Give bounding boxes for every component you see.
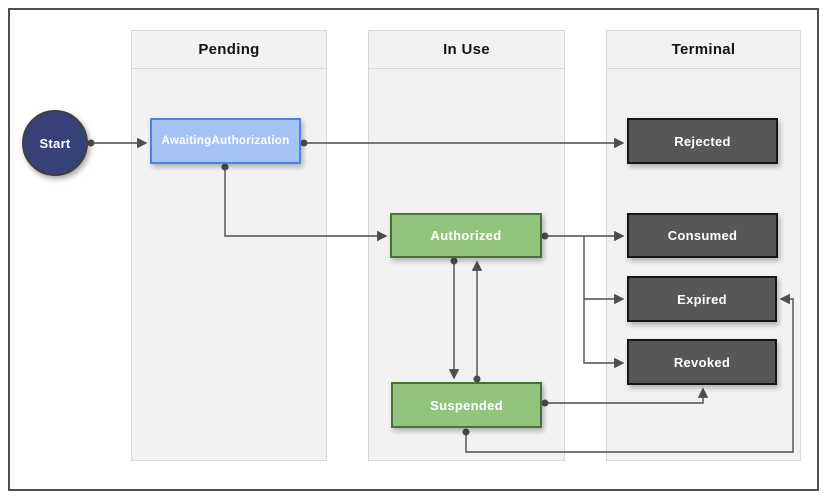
swimlane-pending-header: Pending: [132, 31, 326, 69]
state-node-authorized: Authorized: [390, 213, 542, 258]
swimlane-in-use-title: In Use: [443, 41, 490, 58]
state-node-revoked: Revoked: [627, 339, 777, 385]
swimlane-pending-title: Pending: [198, 41, 260, 58]
state-label-revoked: Revoked: [673, 354, 731, 370]
state-label-suspended: Suspended: [430, 397, 503, 413]
swimlane-terminal-title: Terminal: [671, 41, 736, 58]
swimlane-pending: Pending: [131, 30, 327, 461]
state-label-awaitingauthorization: AwaitingAuthorization: [161, 135, 290, 147]
state-node-rejected: Rejected: [627, 118, 778, 164]
state-label-expired: Expired: [677, 291, 727, 307]
swimlane-terminal-header: Terminal: [607, 31, 800, 69]
state-node-consumed: Consumed: [627, 213, 778, 258]
state-label-authorized: Authorized: [430, 228, 502, 243]
swimlane-in-use-header: In Use: [369, 31, 564, 69]
state-label-start: Start: [39, 135, 71, 151]
state-node-suspended: Suspended: [391, 382, 542, 428]
state-label-consumed: Consumed: [667, 228, 738, 243]
state-node-awaitingauthorization: AwaitingAuthorization: [150, 118, 301, 164]
state-node-expired: Expired: [627, 276, 777, 322]
state-node-start: Start: [22, 110, 88, 176]
state-label-rejected: Rejected: [674, 133, 731, 149]
